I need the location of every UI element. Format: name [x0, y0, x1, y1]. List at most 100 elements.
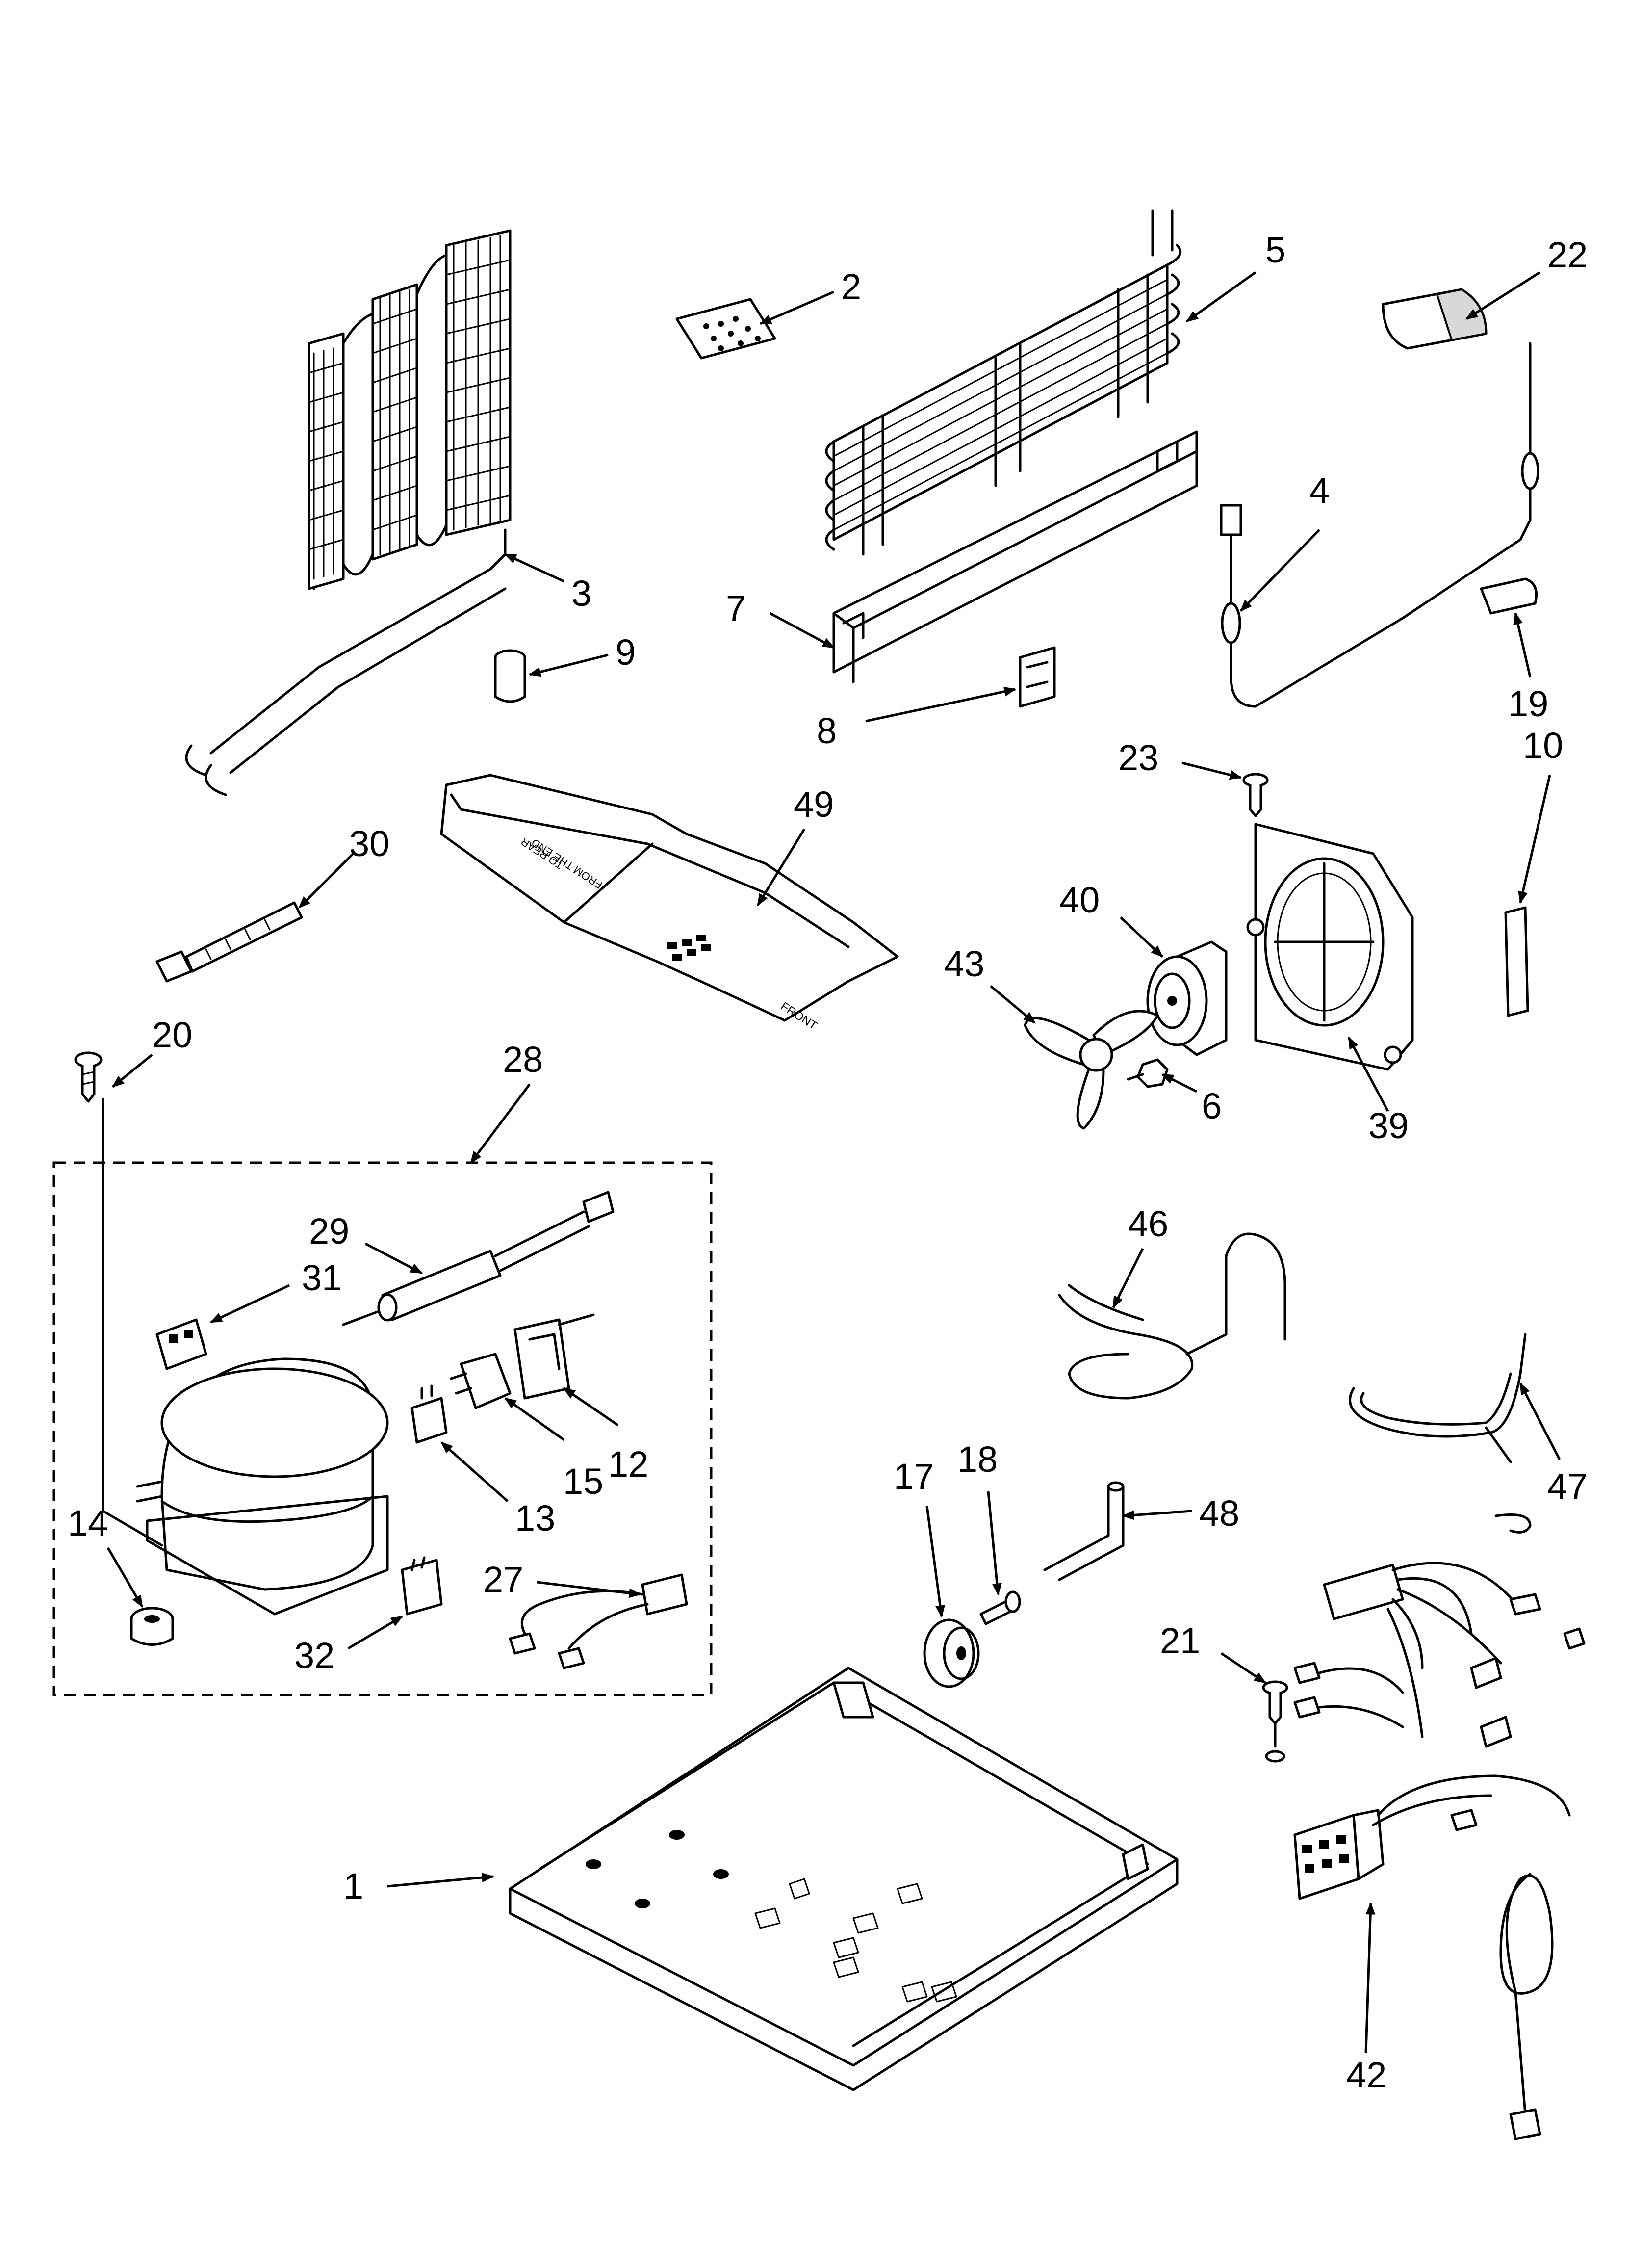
- wire-harness-part-42: [1293, 1513, 1586, 2140]
- callout-39: 39: [1368, 1105, 1409, 1146]
- leader-19: [1513, 612, 1532, 678]
- callout-1: 1: [343, 1866, 363, 1906]
- tube-part-46: [1058, 1232, 1286, 1400]
- leader-8: [865, 686, 1017, 723]
- callout-47: 47: [1547, 1466, 1588, 1507]
- callout-8: 8: [817, 710, 837, 751]
- leader-28: [470, 1083, 531, 1164]
- callout-7: 7: [726, 588, 746, 628]
- tube-part-48: [1043, 1481, 1125, 1581]
- leader-12: [563, 1387, 619, 1427]
- callout-20: 20: [152, 1015, 192, 1055]
- pad-part-2: [675, 298, 776, 360]
- block-part-22: [1382, 288, 1488, 350]
- leader-30: [298, 853, 354, 909]
- leader-43: [990, 985, 1036, 1024]
- cap-part-9: [494, 649, 526, 703]
- leader-40: [1120, 916, 1163, 958]
- callout-43: 43: [944, 943, 984, 984]
- leader-14: [106, 1547, 144, 1608]
- callout-6: 6: [1202, 1086, 1222, 1126]
- callout-3: 3: [571, 573, 591, 614]
- callout-labels: 1 2 3 4 5 6 7 8 9 10 12 13 14 15 17 18 1…: [68, 230, 1588, 2095]
- leader-1: [387, 1873, 494, 1888]
- grommet-part-14: [130, 1607, 174, 1646]
- leader-29: [364, 1242, 423, 1275]
- leader-2: [759, 290, 834, 325]
- screw-part-20: [74, 1051, 103, 1103]
- callout-22: 22: [1547, 235, 1588, 275]
- leader-46: [1112, 1248, 1144, 1309]
- callout-18: 18: [957, 1439, 998, 1480]
- callout-48: 48: [1199, 1493, 1239, 1534]
- overload-part-12: [513, 1313, 595, 1400]
- callout-13: 13: [515, 1498, 555, 1538]
- terminal-part-13: [410, 1384, 448, 1444]
- callout-4: 4: [1309, 470, 1330, 511]
- condenser-part-3: [185, 229, 512, 796]
- roller-part-17: [923, 1618, 980, 1688]
- fan-nut-part-6: [1127, 1058, 1169, 1088]
- callout-2: 2: [841, 266, 861, 307]
- leader-7: [769, 612, 835, 649]
- callout-21: 21: [1160, 1620, 1200, 1661]
- leader-10: [1518, 775, 1551, 904]
- leader-13: [440, 1441, 509, 1502]
- callout-15: 15: [563, 1461, 603, 1502]
- callout-31: 31: [302, 1257, 342, 1298]
- leader-9: [528, 653, 609, 677]
- leader-18: [987, 1491, 1002, 1596]
- connector-part-31: [155, 1318, 207, 1370]
- callout-46: 46: [1128, 1203, 1168, 1244]
- leader-15: [504, 1397, 565, 1441]
- leader-6: [1161, 1073, 1198, 1093]
- callout-23: 23: [1118, 737, 1158, 778]
- leader-31: [209, 1284, 290, 1324]
- leader-21: [1220, 1652, 1267, 1684]
- callout-17: 17: [894, 1456, 934, 1497]
- leader-20: [112, 1054, 153, 1088]
- leader-49: [756, 828, 806, 907]
- axle-part-18: [979, 1590, 1021, 1625]
- leader-3: [504, 553, 565, 583]
- clip-part-8: [1019, 646, 1056, 708]
- drier-part-29: [342, 1191, 615, 1326]
- base-part-1: [509, 1667, 1179, 2091]
- compressor-body: [136, 1357, 389, 1616]
- callout-12: 12: [608, 1444, 648, 1485]
- callout-5: 5: [1265, 230, 1285, 270]
- leader-48: [1122, 1510, 1192, 1520]
- strip-part-10: [1504, 906, 1529, 1017]
- leader-42: [1364, 1902, 1376, 2054]
- leader-17: [925, 1506, 945, 1618]
- evaporator-part-5: [825, 209, 1182, 556]
- capacitor-part-32: [401, 1556, 443, 1616]
- defrost-sensor-part-4: [1220, 342, 1539, 708]
- condenser-coil-banks: [308, 229, 512, 590]
- callout-49: 49: [794, 784, 834, 825]
- callout-29: 29: [309, 1211, 349, 1251]
- fan-blade-part-43: [1024, 1010, 1159, 1130]
- fan-motor-part-40: [1146, 940, 1228, 1056]
- clamp-part-19: [1480, 577, 1538, 615]
- screw-part-23: [1242, 773, 1269, 817]
- leader-32: [347, 1615, 404, 1650]
- leader-27: [537, 1581, 641, 1598]
- drain-trough-part-7: [832, 430, 1198, 683]
- screw-part-21: [1262, 1680, 1288, 1763]
- callout-30: 30: [349, 823, 389, 864]
- leader-5: [1185, 271, 1257, 323]
- callout-42: 42: [1346, 2055, 1386, 2095]
- leader-lines: [106, 271, 1561, 2054]
- leader-47: [1519, 1382, 1561, 1460]
- callout-32: 32: [294, 1635, 334, 1676]
- leader-4: [1240, 529, 1320, 612]
- callout-9: 9: [616, 632, 636, 673]
- fan-shroud-part-39: [1246, 823, 1414, 1071]
- leader-23: [1181, 761, 1242, 780]
- compressor-kit-part-28: [52, 1097, 713, 1696]
- tube-part-47: [1349, 1333, 1527, 1463]
- callout-14: 14: [68, 1503, 108, 1543]
- drain-pan-part-49: FRONT TO REAR FROM THE END: [440, 774, 899, 1033]
